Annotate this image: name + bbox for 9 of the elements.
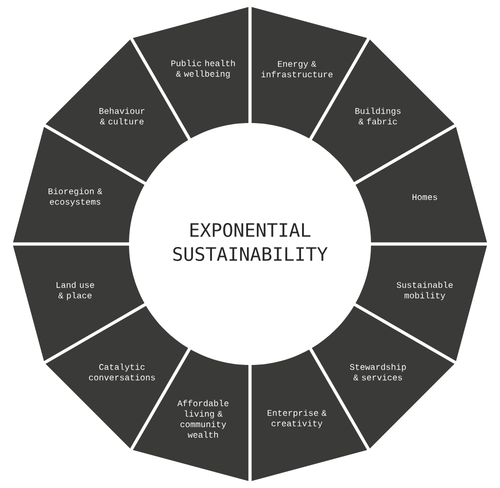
node-label: Sustainable mobility	[396, 282, 453, 300]
ring-segment: Bioregion & ecosystems	[13, 126, 144, 242]
ring-segment: Sustainable mobility	[356, 246, 487, 362]
center-title: EXPONENTIAL SUSTAINABILITY	[173, 223, 328, 261]
node-label: Bioregion & ecosystems	[48, 188, 102, 206]
node-label: Land use & place	[56, 282, 94, 300]
node-label: Homes	[412, 194, 438, 200]
ring-segment: Land use & place	[13, 246, 144, 362]
ring-segment: Homes	[356, 126, 487, 242]
